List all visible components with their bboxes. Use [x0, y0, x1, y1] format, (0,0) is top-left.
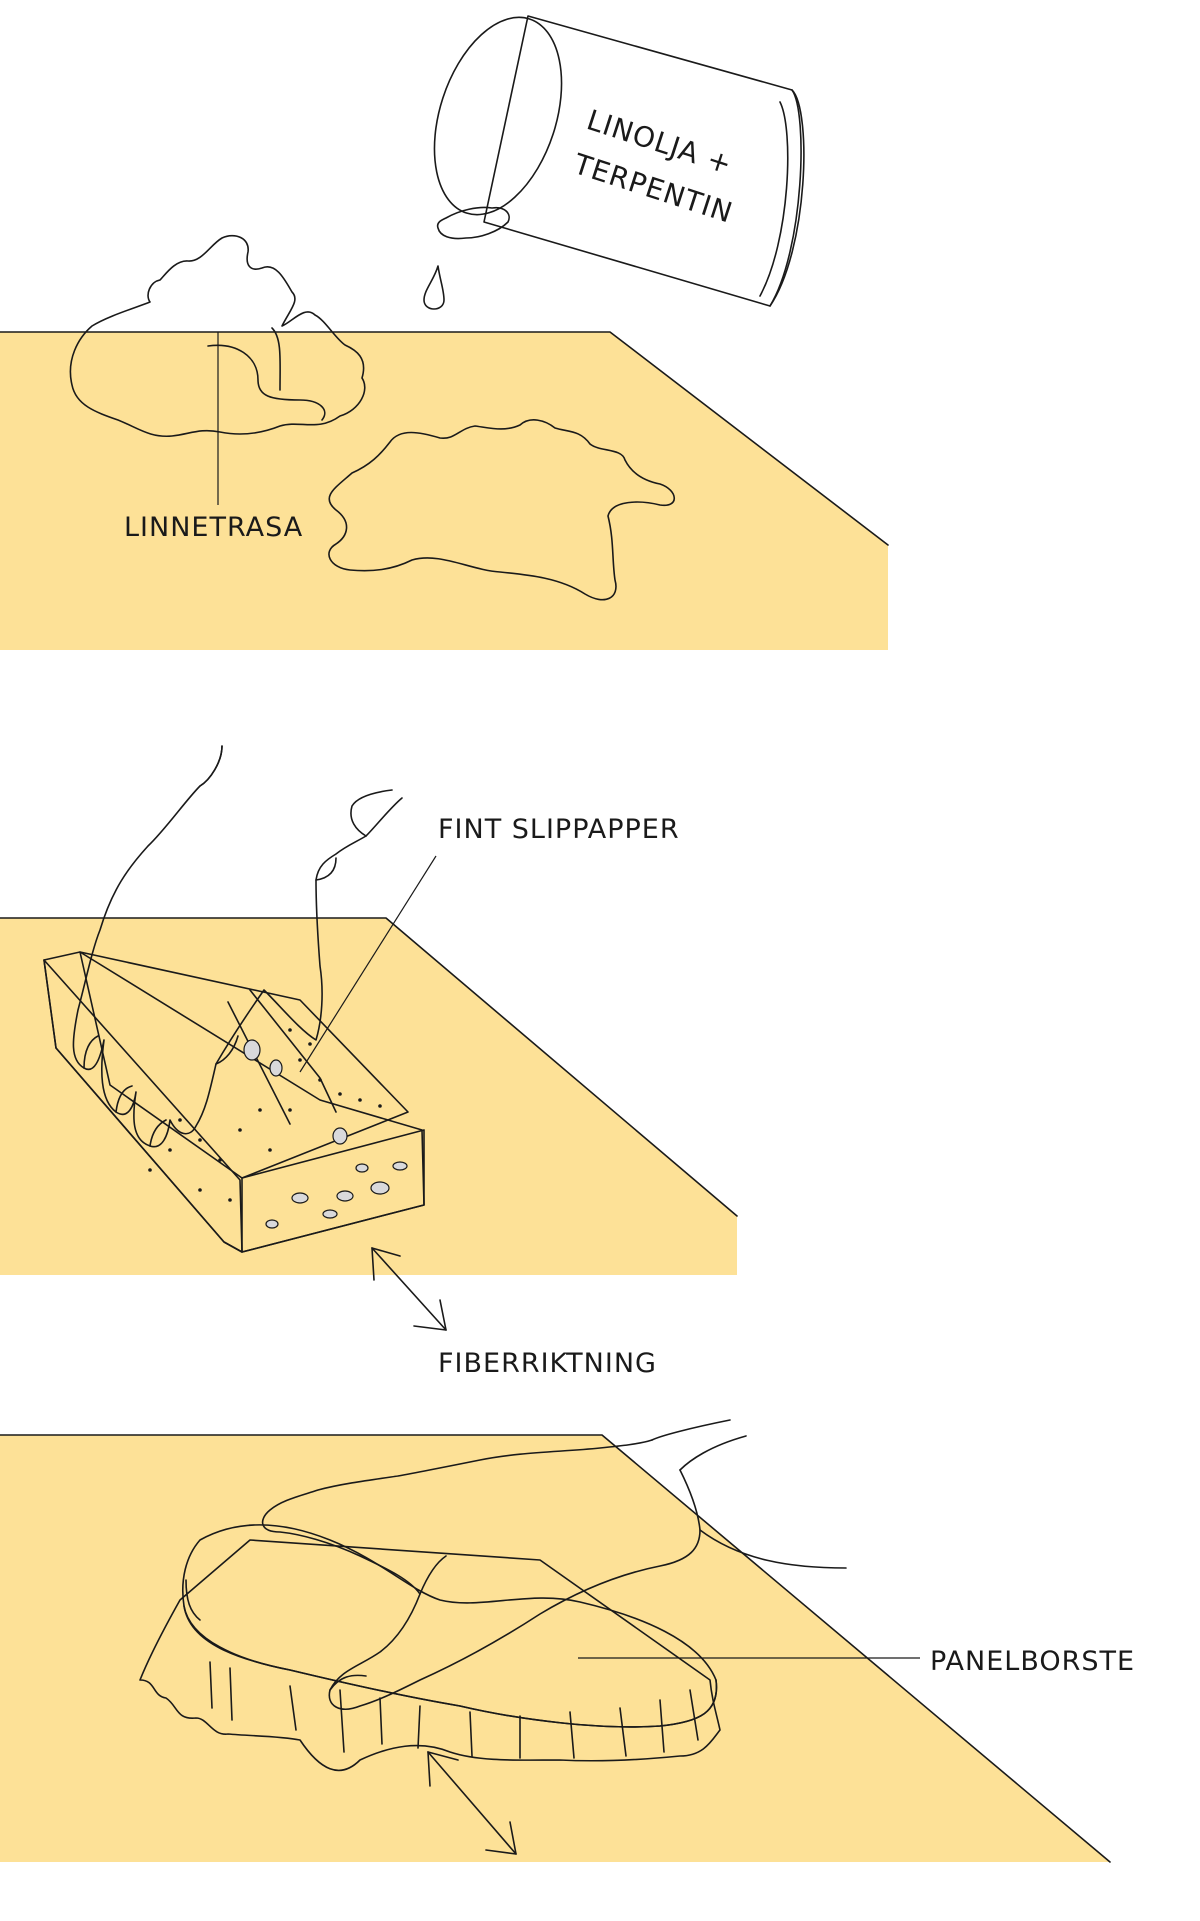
sandpaper-label: FINT SLIPPAPPER [438, 814, 680, 845]
sponge-pores [243, 1039, 408, 1229]
oil-drop [423, 265, 445, 310]
pouring-oil [436, 206, 510, 240]
rag-label: LINNETRASA [124, 512, 303, 543]
wood-surface-1 [0, 332, 888, 650]
grain-direction-arrow-2 [427, 1751, 517, 1855]
step-1-oil-application: LINOLJA + TERPENTIN LINNETRASA [0, 15, 889, 650]
brush-bristles [139, 1539, 721, 1772]
wood-surface-2 [0, 918, 737, 1275]
grain-direction-label: FIBERRIKTNING [438, 1348, 657, 1379]
grain-direction-arrow [371, 1247, 447, 1331]
hand-brushing [261, 1439, 701, 1710]
oil-puddle [328, 419, 676, 601]
brush-label: PANELBORSTE [930, 1646, 1135, 1677]
step-2-sanding: FINT SLIPPAPPER FIBERRIKTNING [0, 745, 738, 1379]
step-3-brushing: PANELBORSTE [0, 1419, 1135, 1863]
hand-sanding [72, 745, 403, 1148]
oil-can: LINOLJA + TERPENTIN [433, 15, 805, 307]
sandpaper-grit [148, 1028, 382, 1202]
linen-rag [69, 234, 366, 438]
